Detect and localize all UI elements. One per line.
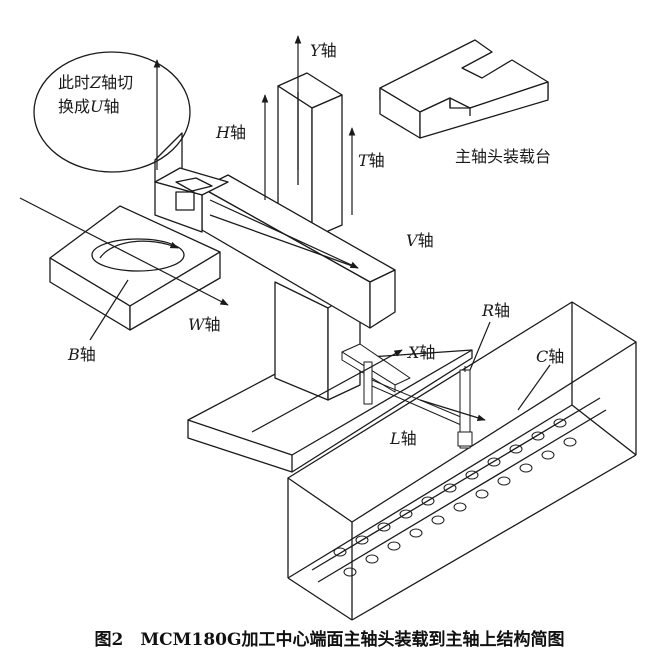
x-axis-label: X轴 [406,343,435,362]
horizontal-arm [201,174,396,329]
r-axis-label: R轴 [481,301,510,320]
magazine-box [287,301,637,621]
r-axis-leader [469,321,491,371]
t-axis-label: T轴 [358,151,385,170]
loading-station [379,39,549,139]
w-axis-arrow [19,197,229,306]
x-axis-arrow [251,349,403,433]
l-axis-label: L轴 [389,429,417,448]
loading-station-label: 主轴头装载台 [455,147,551,166]
b-axis-leader [89,279,129,341]
rotary-table [49,205,221,331]
spindle-head [154,132,229,233]
v-axis-arrow [209,199,359,269]
figure-caption: 图2 MCM180G加工中心端面主轴头装载到主轴上结构简图 [95,629,565,650]
v-axis-label: V轴 [406,231,434,250]
l-axis-arrow [419,399,486,421]
note-bubble [33,51,191,173]
bubble-line-1: 此时Z轴切 [58,73,133,92]
upright-column [277,72,343,239]
c-axis-label: C轴 [536,347,564,366]
b-axis-label: B轴 [67,345,96,364]
b-rotation-arrow [99,240,179,259]
r-slide [457,366,473,449]
c-axis-leader [517,364,551,411]
y-axis-label: Y轴 [310,41,337,60]
bubble-line-2: 换成U轴 [58,97,120,116]
w-axis-label: W轴 [188,315,220,334]
h-axis-label: H轴 [215,123,246,142]
magazine-pockets [333,418,577,577]
